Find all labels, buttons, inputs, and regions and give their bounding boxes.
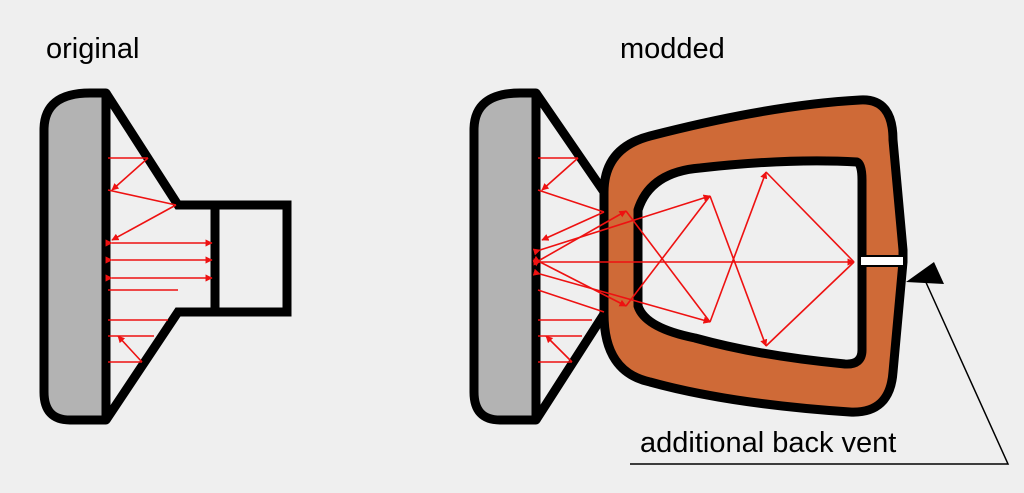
modded-ear-cushion <box>469 88 541 425</box>
modded-back-chamber <box>599 95 908 417</box>
modded-headphone <box>469 88 908 425</box>
modded-title: modded <box>620 33 725 65</box>
original-ear-cushion <box>39 88 111 425</box>
original-sound-reflections <box>105 157 213 363</box>
callout-leader-line <box>630 277 1010 465</box>
original-driver-housing <box>102 90 220 423</box>
original-back-chamber <box>210 200 292 317</box>
back-vent <box>859 255 905 267</box>
pointer-triangle <box>906 262 944 284</box>
annotation-label: additional back vent <box>640 427 896 459</box>
original-headphone <box>39 88 292 425</box>
modded-sound-reflections <box>532 157 855 363</box>
original-title: original <box>46 33 140 65</box>
modded-driver-housing <box>532 90 608 423</box>
back-vent-callout: additional back vent <box>630 262 1010 465</box>
